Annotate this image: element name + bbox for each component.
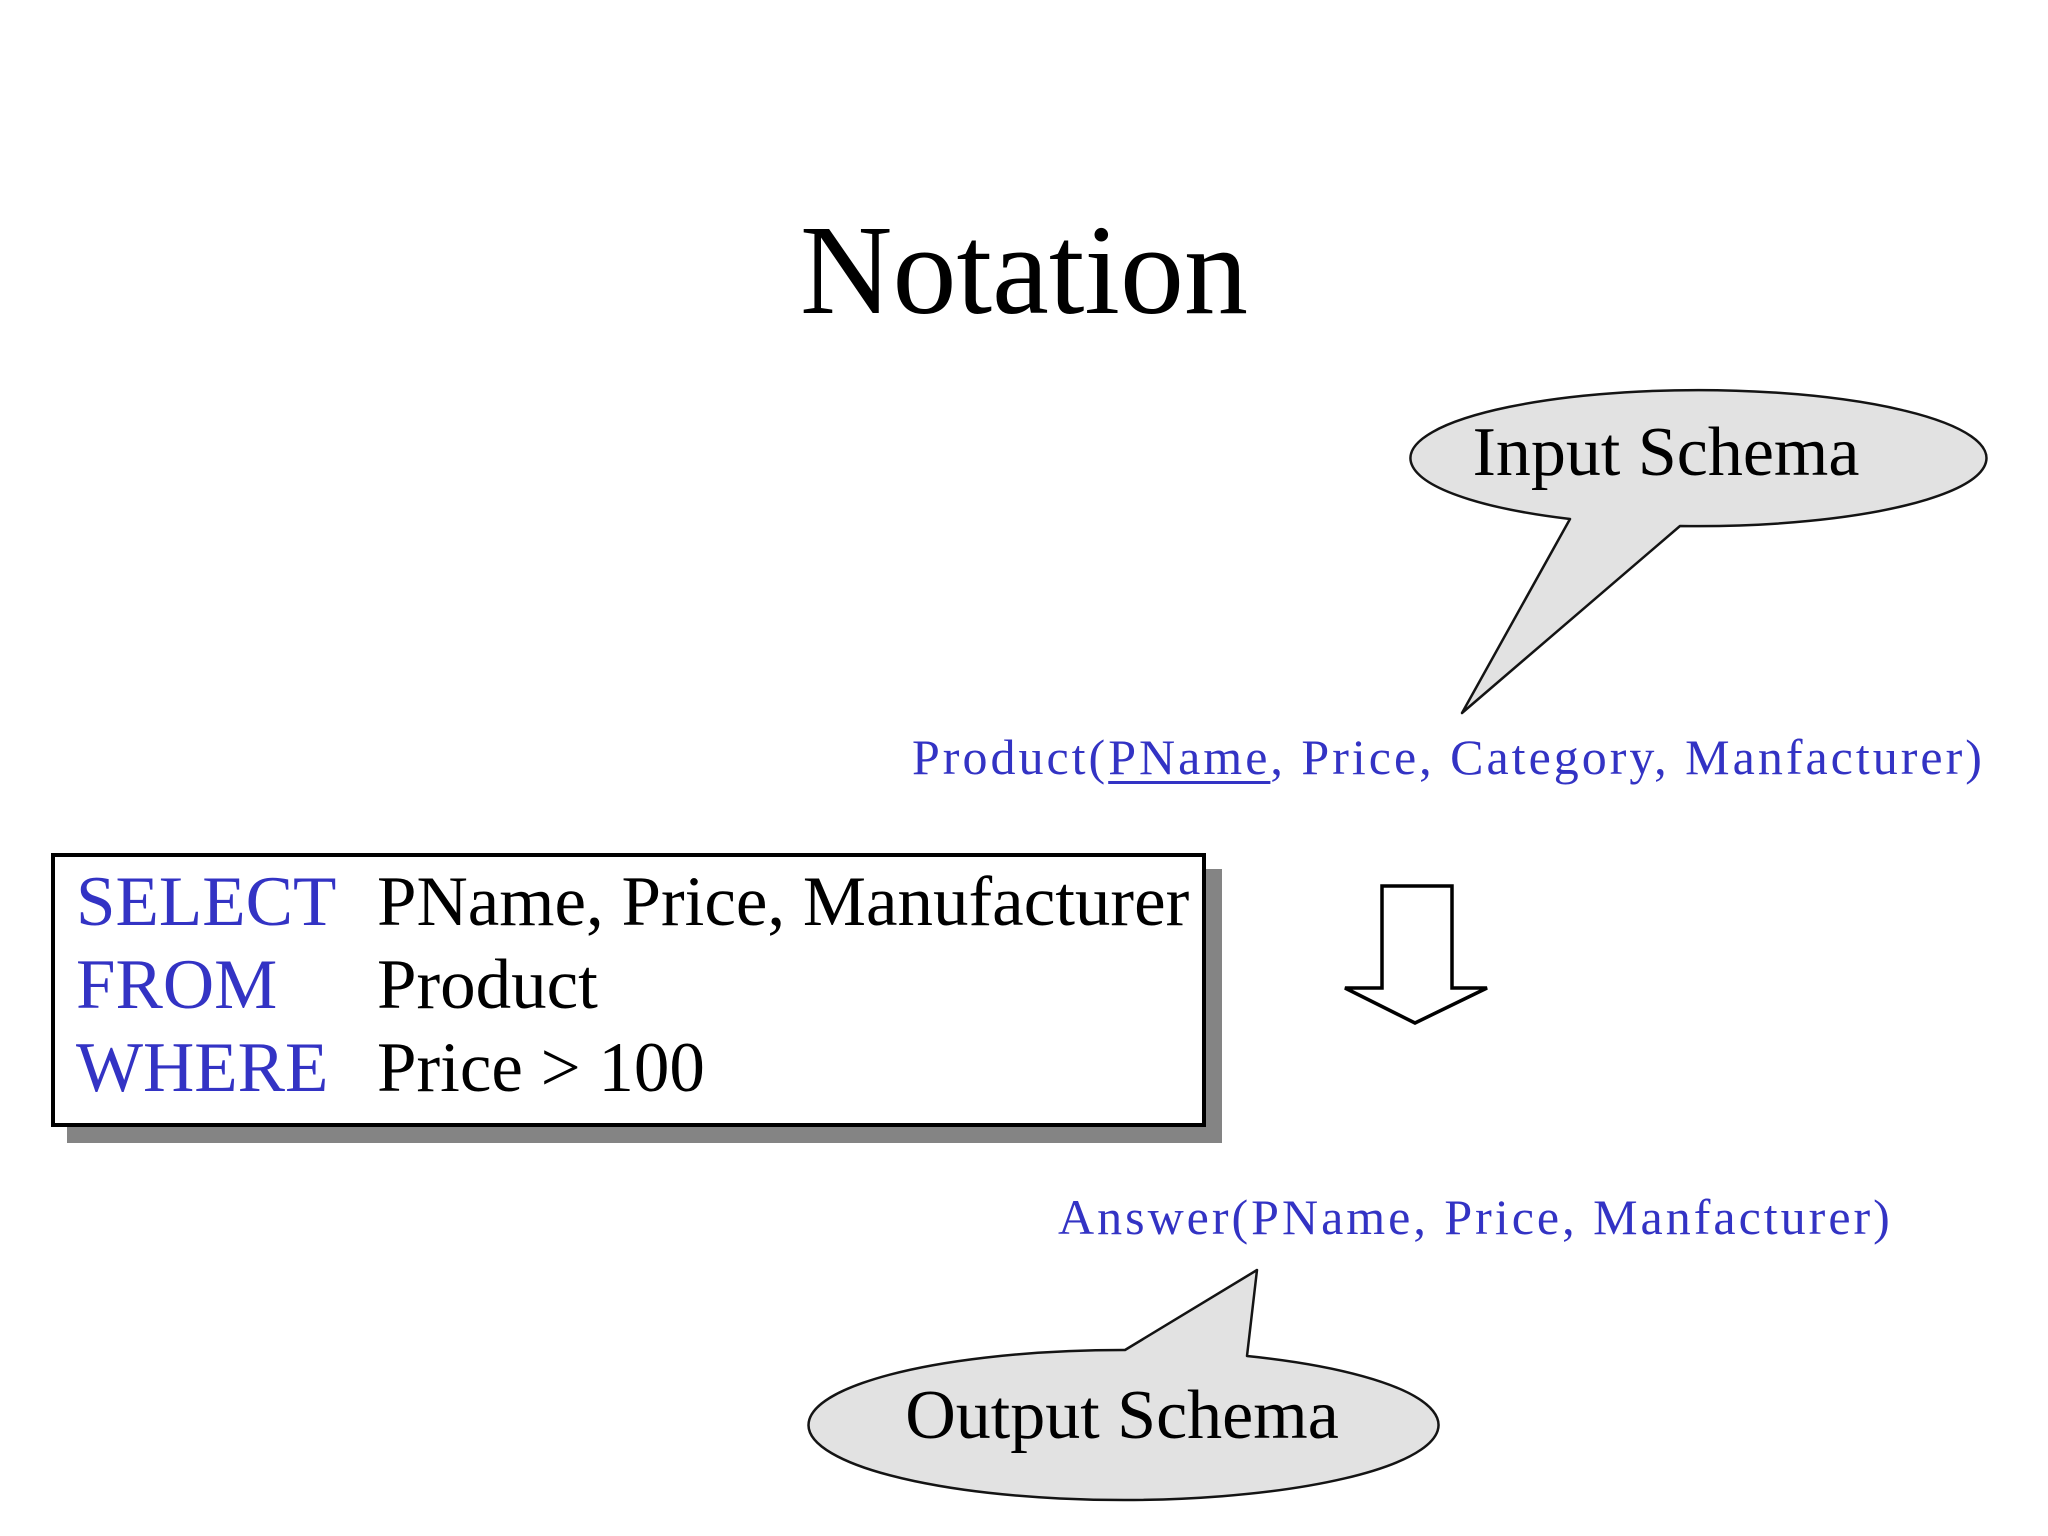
sql-line-from: FROM Product <box>55 944 1202 1027</box>
sql-line-where: WHERE Price > 100 <box>55 1027 1202 1110</box>
sql-select-list: PName, Price, Manufacturer <box>377 863 1190 941</box>
down-block-arrow-icon <box>1344 884 1488 1025</box>
sql-keyword-select: SELECT <box>76 863 337 941</box>
sql-keyword-where: WHERE <box>76 1029 329 1107</box>
output-schema-text: Answer(PName, Price, Manfacturer) <box>1058 1189 1893 1245</box>
input-schema-suffix: , Price, Category, Manfacturer) <box>1270 729 1985 785</box>
input-schema-prefix: Product( <box>912 729 1109 785</box>
input-schema-callout-label: Input Schema <box>1472 414 1860 491</box>
output-schema-callout-bubble <box>807 1268 1440 1502</box>
sql-where-condition: Price > 100 <box>377 1029 705 1107</box>
sql-keyword-from: FROM <box>76 946 278 1024</box>
sql-from-table: Product <box>377 946 598 1024</box>
sql-query-box: SELECT PName, Price, Manufacturer FROM P… <box>51 853 1206 1127</box>
input-schema-key-attribute: PName <box>1108 729 1271 785</box>
input-schema-callout-bubble <box>1409 388 1988 715</box>
output-schema-callout-label: Output Schema <box>905 1377 1339 1454</box>
sql-line-select: SELECT PName, Price, Manufacturer <box>55 861 1202 944</box>
page-title: Notation <box>800 199 1248 341</box>
input-schema-text: Product(PName, Price, Category, Manfactu… <box>912 732 1985 782</box>
